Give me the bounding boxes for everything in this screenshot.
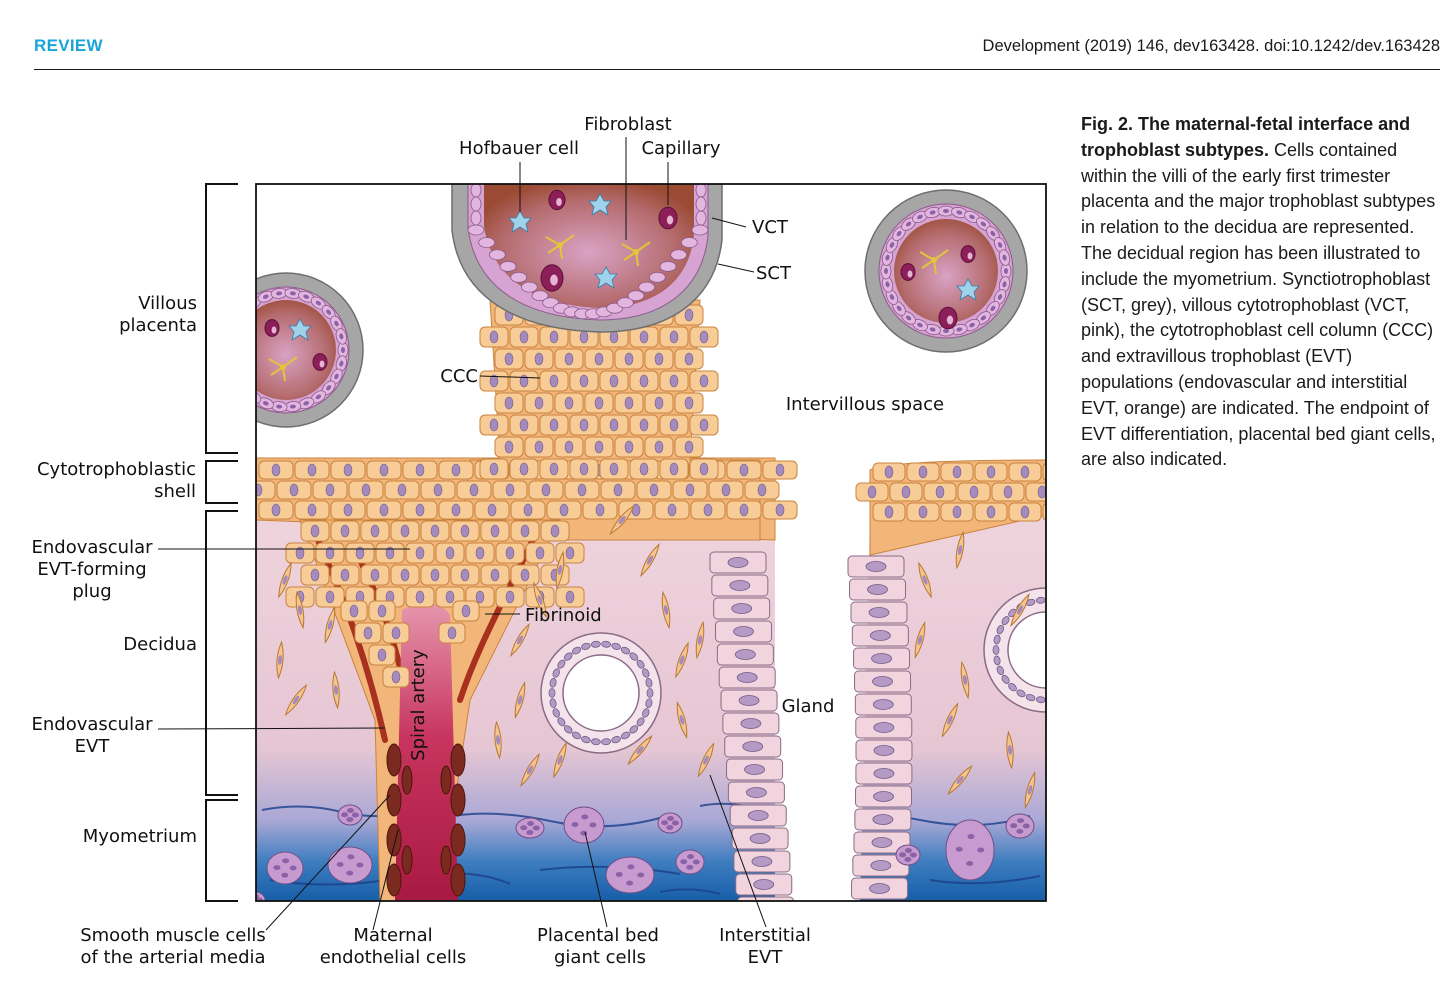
label-plug-3: plug	[72, 581, 111, 602]
label-plug-2: EVT-forming	[37, 559, 146, 580]
label-endovascular-1: Endovascular	[31, 714, 153, 735]
label-shell-2: shell	[154, 481, 196, 502]
label-gland: Gland	[782, 696, 835, 717]
leader-lines	[157, 137, 767, 931]
journal-citation: Development (2019) 146, dev163428. doi:1…	[982, 37, 1440, 55]
label-smooth-1: Smooth muscle cells	[80, 925, 266, 946]
label-giant-2: giant cells	[554, 947, 646, 968]
gland-epithelium	[709, 551, 913, 901]
gland-right	[983, 587, 1046, 713]
label-interstitial-1: Interstitial	[719, 925, 811, 946]
label-giant-1: Placental bed	[537, 925, 659, 946]
label-hofbauer: Hofbauer cell	[459, 138, 579, 159]
label-ccc: CCC	[440, 366, 478, 387]
label-shell-1: Cytotrophoblastic	[37, 459, 196, 480]
label-spiral-artery: Spiral artery	[408, 649, 429, 761]
spiral-artery	[395, 603, 458, 901]
label-fibroblast: Fibroblast	[584, 114, 671, 135]
figure-caption: Fig. 2. The maternal-fetal interface and…	[1081, 112, 1443, 473]
label-interstitial-2: EVT	[748, 947, 784, 968]
label-vct: VCT	[752, 217, 789, 238]
label-sct: SCT	[756, 263, 792, 284]
label-endothelial-1: Maternal	[353, 925, 432, 946]
region-brackets	[205, 183, 238, 902]
caption-body: Cells contained within the villi of the …	[1081, 139, 1436, 470]
label-endovascular-2: EVT	[75, 736, 111, 757]
header-rule	[34, 69, 1440, 70]
illustration-frame	[255, 183, 1047, 902]
label-smooth-2: of the arterial media	[80, 947, 265, 968]
label-villous-1: Villous	[138, 293, 197, 314]
label-plug-1: Endovascular	[31, 537, 153, 558]
interstitial-evt-cells	[276, 504, 1036, 809]
gland-center	[540, 632, 662, 754]
label-villous-2: placenta	[119, 315, 197, 336]
label-capillary: Capillary	[641, 138, 720, 159]
label-endothelial-2: endothelial cells	[320, 947, 467, 968]
section-label: REVIEW	[34, 36, 103, 55]
caption-title: Fig. 2. The maternal-fetal interface and…	[1081, 114, 1411, 160]
label-intervillous: Intervillous space	[786, 394, 944, 415]
interface-illustration	[256, 184, 1046, 901]
label-decidua: Decidua	[123, 634, 197, 655]
arterial-wall-cells	[386, 743, 466, 897]
label-myometrium: Myometrium	[83, 826, 197, 847]
giant-cells	[256, 804, 1035, 901]
label-fibrinoid: Fibrinoid	[525, 605, 602, 626]
